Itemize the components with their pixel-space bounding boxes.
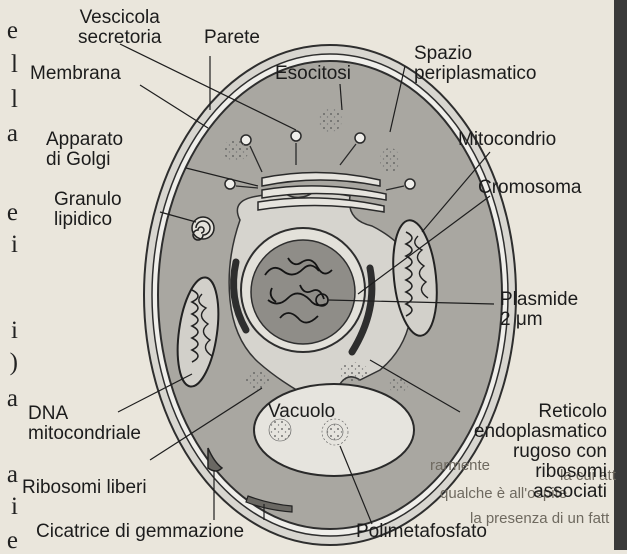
edge-letter: e — [0, 200, 18, 225]
edge-letter: a — [0, 121, 18, 146]
edge-letter: i — [0, 494, 18, 519]
edge-letter: ) — [0, 350, 18, 375]
background-text-fragment: la presenza di un fatt — [470, 510, 609, 527]
golgi-apparatus — [258, 172, 386, 212]
label-budding-scar: Cicatrice di gemmazione — [36, 522, 244, 542]
edge-letter: a — [0, 462, 18, 487]
label-mitochondrion: Mitocondrio — [458, 130, 556, 150]
edge-letter: l — [0, 52, 18, 77]
edge-letter: i — [0, 232, 18, 257]
edge-letter: l — [0, 87, 18, 112]
lipid-granule — [192, 217, 214, 240]
label-free-ribosomes: Ribosomi liberi — [22, 478, 147, 498]
nucleus — [251, 240, 355, 344]
edge-letter: a — [0, 386, 18, 411]
label-cell-wall: Parete — [204, 28, 260, 48]
label-membrane: Membrana — [30, 64, 121, 84]
edge-letter: e — [0, 528, 18, 553]
label-vacuole: Vacuolo — [268, 402, 335, 422]
label-exocytosis: Esocitosi — [275, 64, 351, 84]
edge-letter: i — [0, 318, 18, 343]
label-polyphosphate: Polimetafosfato — [356, 522, 487, 542]
label-chromosome: Cromosoma — [478, 178, 581, 198]
edge-letter: e — [0, 18, 18, 43]
